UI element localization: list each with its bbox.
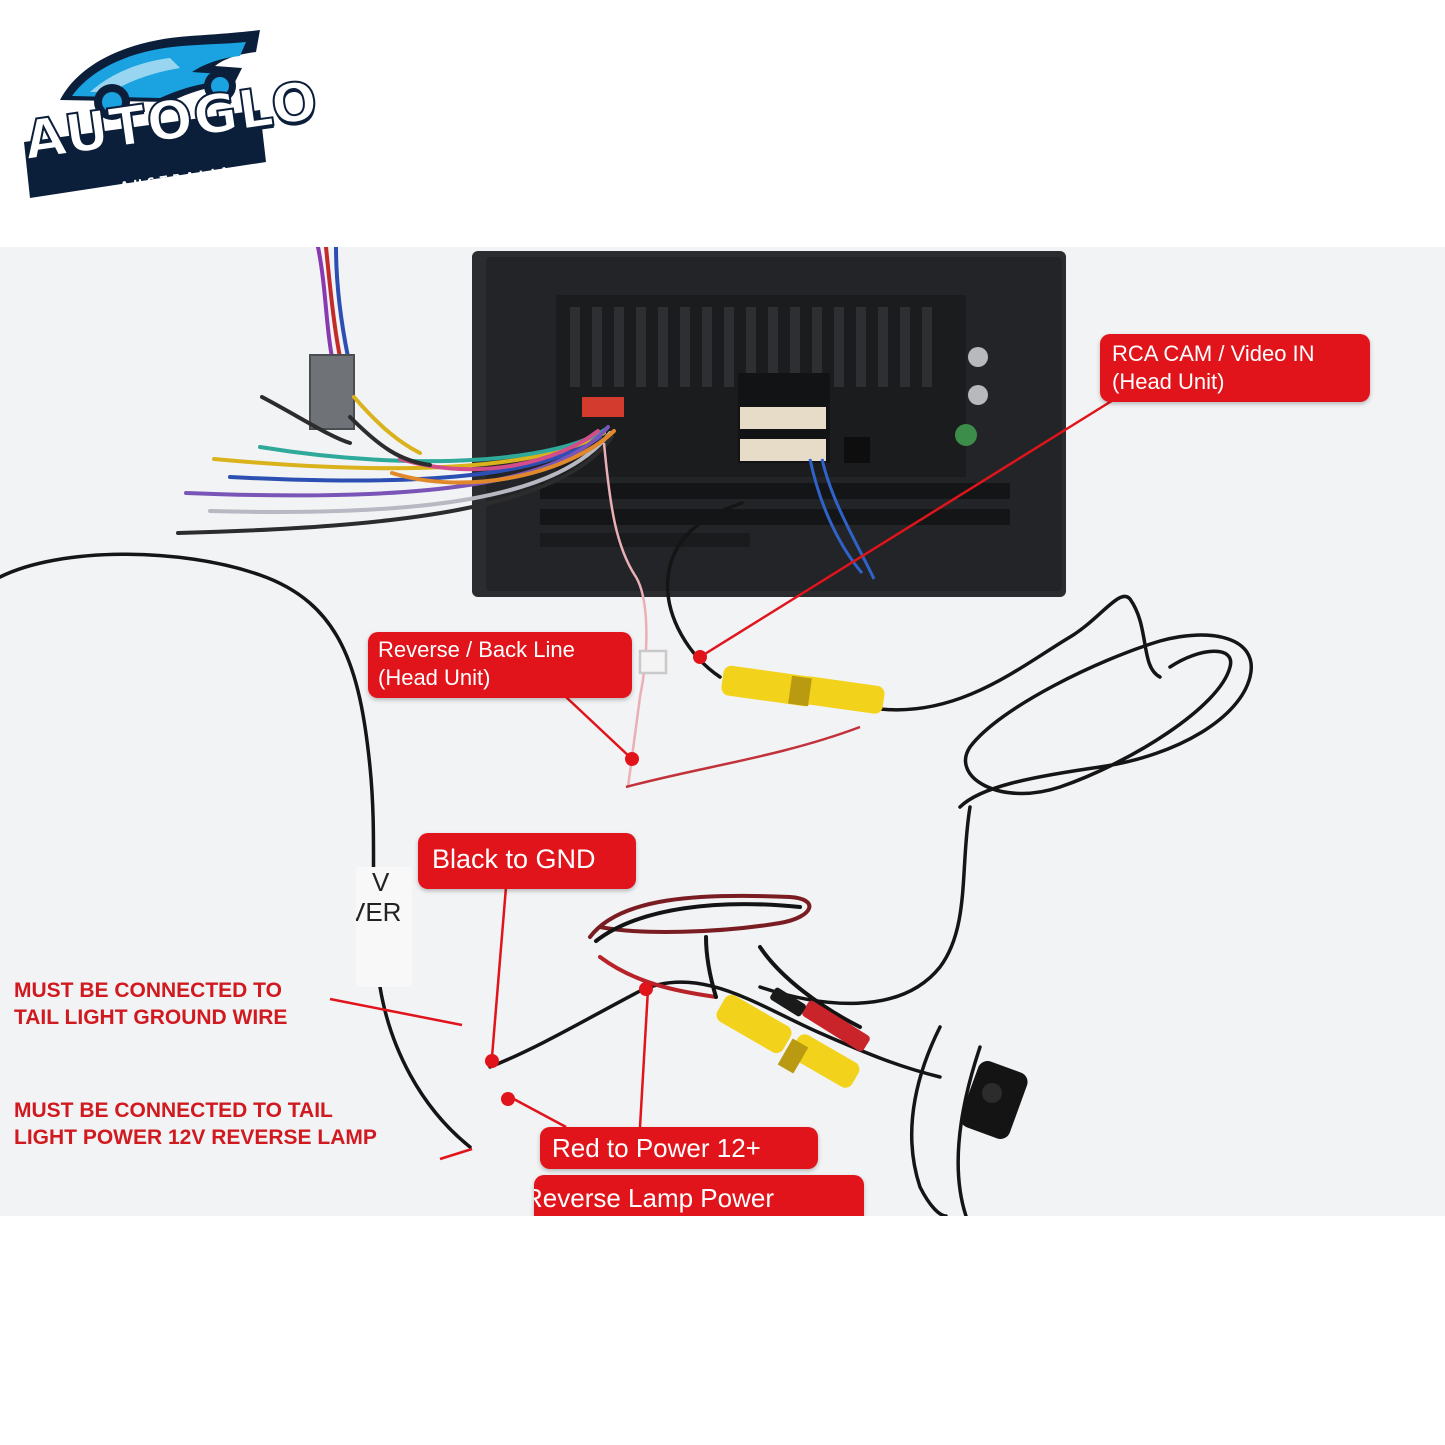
wiring-illustration bbox=[0, 247, 1254, 1216]
reverse-wire bbox=[602, 442, 861, 789]
note-ground-line1: MUST BE CONNECTED TO bbox=[14, 979, 282, 1002]
callout-reverse-line: Reverse / Back Line (Head Unit) bbox=[368, 632, 632, 698]
video-wires bbox=[808, 458, 876, 580]
callout-gnd-text: Black to GND bbox=[432, 844, 596, 874]
note-power-line1: MUST BE CONNECTED TO TAIL bbox=[14, 1099, 333, 1122]
callout-rca-line2: (Head Unit) bbox=[1112, 369, 1225, 394]
red-connectors bbox=[770, 987, 870, 1052]
power-lead bbox=[588, 893, 862, 1029]
wire-tag: V VER bbox=[356, 867, 412, 987]
note-power-wire: MUST BE CONNECTED TO TAIL LIGHT POWER 12… bbox=[14, 1097, 377, 1151]
wire-tag-line1: V bbox=[372, 867, 390, 897]
callout-red-text: Red to Power 12+ bbox=[552, 1133, 761, 1163]
wire-tag-line2: VER bbox=[356, 897, 402, 927]
callout-pointers bbox=[329, 395, 1119, 1161]
callout-reverse-line2: (Head Unit) bbox=[378, 665, 491, 690]
callout-lamp-text: Reverse Lamp Power bbox=[534, 1183, 774, 1213]
callout-black-gnd: Black to GND bbox=[418, 833, 636, 889]
head-unit bbox=[472, 251, 1066, 597]
autoglo-logo: AUTOGLO AUSTRALIA bbox=[19, 22, 323, 202]
wire-loom bbox=[176, 247, 616, 535]
rca-connectors bbox=[716, 665, 885, 1088]
note-ground-wire: MUST BE CONNECTED TO TAIL LIGHT GROUND W… bbox=[14, 977, 287, 1031]
callout-rca-cam: RCA CAM / Video IN (Head Unit) bbox=[1100, 334, 1370, 402]
callout-reverse-line1: Reverse / Back Line bbox=[378, 637, 575, 662]
note-power-line2: LIGHT POWER 12V REVERSE LAMP bbox=[14, 1126, 377, 1149]
car-logo-icon bbox=[24, 30, 266, 198]
callout-red-power: Red to Power 12+ bbox=[540, 1127, 818, 1169]
camera-body bbox=[960, 1061, 1028, 1139]
wiring-diagram-photo: RCA CAM / Video IN (Head Unit) Reverse /… bbox=[0, 247, 1445, 1216]
callout-rca-line1: RCA CAM / Video IN bbox=[1112, 341, 1315, 366]
pointer-dots bbox=[485, 650, 707, 1106]
callout-reverse-lamp: Reverse Lamp Power bbox=[534, 1175, 864, 1216]
note-ground-line2: TAIL LIGHT GROUND WIRE bbox=[14, 1006, 288, 1029]
